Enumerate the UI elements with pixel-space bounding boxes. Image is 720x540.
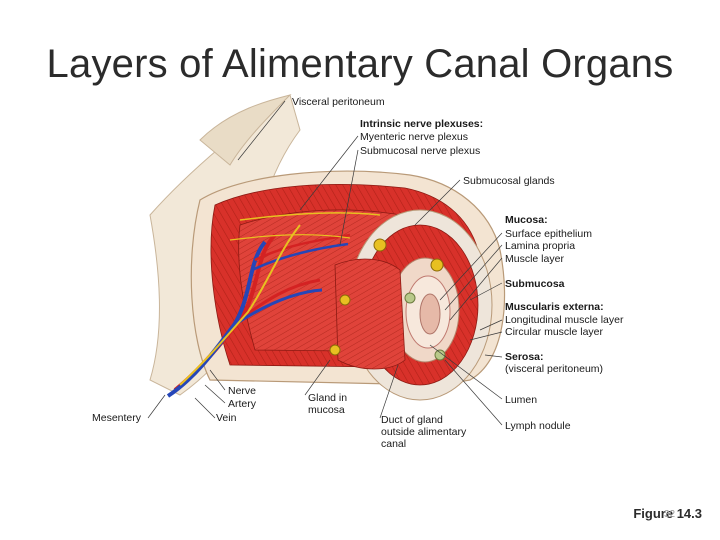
label-longitudinal: Longitudinal muscle layer: [505, 314, 624, 326]
slide-title: Layers of Alimentary Canal Organs: [46, 42, 674, 86]
label-muscle-layer: Muscle layer: [505, 253, 564, 265]
lymph-nodule-1: [404, 292, 416, 304]
label-muscularis-header: Muscularis externa:: [505, 301, 604, 313]
nerve-branch: [239, 212, 381, 221]
label-submucosal-plexus: Submucosal nerve plexus: [360, 145, 481, 157]
inner-muscle-cylinder: [334, 258, 406, 370]
label-lamina-propria: Lamina propria: [505, 240, 576, 252]
artery-branch: [239, 278, 321, 322]
ganglion-3: [339, 294, 351, 306]
label-visceral-peritoneum: Visceral peritoneum: [292, 96, 385, 108]
page-number: 32: [664, 509, 676, 520]
label-nerve: Nerve: [228, 385, 257, 397]
lumen: [419, 293, 441, 335]
label-lymph-nodule: Lymph nodule: [505, 420, 571, 432]
label-duct-3: canal: [381, 438, 407, 450]
label-lumen: Lumen: [505, 394, 538, 406]
label-myenteric: Myenteric nerve plexus: [360, 131, 468, 143]
label-serosa-sub: (visceral peritoneum): [505, 363, 604, 375]
mesentery-fold: [199, 94, 292, 166]
label-serosa-header: Serosa:: [505, 351, 544, 363]
ganglion-4: [329, 344, 341, 356]
label-mesentery: Mesentery: [92, 412, 142, 424]
figure-caption: Figure 14.3: [633, 506, 702, 521]
label-gland-mucosa-2: mucosa: [308, 404, 345, 416]
label-artery: Artery: [228, 398, 257, 410]
ganglion-2: [430, 258, 444, 272]
ganglion-1: [373, 238, 387, 252]
leader-lines: [147, 100, 503, 426]
label-duct-2: outside alimentary: [381, 426, 467, 438]
label-intrinsic-header: Intrinsic nerve plexuses:: [360, 118, 484, 130]
vein-branch-2: [251, 242, 349, 272]
label-vein: Vein: [216, 412, 237, 424]
label-gland-mucosa-1: Gland in: [308, 392, 348, 404]
label-mucosa-header: Mucosa:: [505, 214, 548, 226]
label-submucosa: Submucosa: [505, 278, 565, 290]
label-submucosal-glands: Submucosal glands: [463, 175, 555, 187]
label-surface-epithelium: Surface epithelium: [505, 228, 592, 240]
label-circular: Circular muscle layer: [505, 326, 604, 338]
lymph-nodule-2: [434, 349, 446, 361]
nerve-main: [179, 224, 301, 386]
nerve-branch-2: [229, 234, 351, 241]
label-duct-1: Duct of gland: [381, 414, 443, 426]
